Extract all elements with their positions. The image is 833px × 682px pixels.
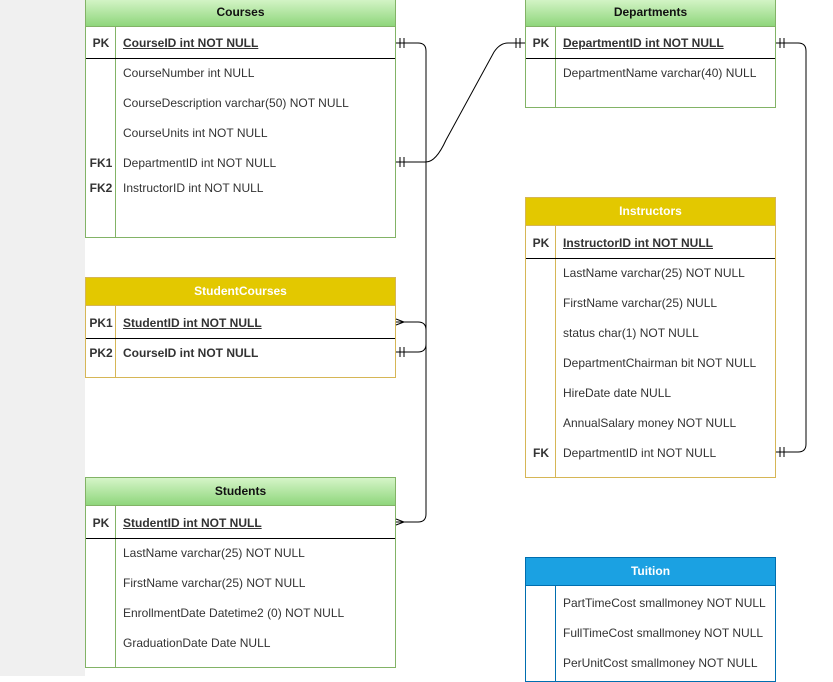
pk-row[interactable]: PK CourseID int NOT NULL [86,28,395,58]
field-row[interactable]: DepartmentChairman bit NOT NULL [526,348,775,378]
key-column [86,506,116,667]
pk-separator [86,338,395,339]
key-label: PK [92,36,110,50]
key-label: PK [92,516,110,530]
field-label: FullTimeCost smallmoney NOT NULL [563,626,764,640]
field-label: StudentID int NOT NULL [123,316,262,330]
relationship-line-courses-departments [396,42,525,163]
field-label: FirstName varchar(25) NULL [563,296,718,310]
field-row[interactable]: FullTimeCost smallmoney NOT NULL [526,618,775,648]
field-row[interactable]: CourseNumber int NULL [86,58,395,88]
field-label: DepartmentName varchar(40) NULL [563,66,757,80]
field-label: InstructorID int NOT NULL [563,236,713,250]
field-row[interactable]: EnrollmentDate Datetime2 (0) NOT NULL [86,598,395,628]
field-row[interactable]: HireDate date NULL [526,378,775,408]
field-row[interactable]: CourseUnits int NOT NULL [86,118,395,148]
relationship-line-students-studentcourses [396,321,427,523]
pk-separator [526,58,775,59]
field-row[interactable]: CourseDescription varchar(50) NOT NULL [86,88,395,118]
field-row[interactable]: GraduationDate Date NULL [86,628,395,658]
entity-title: Departments [526,0,775,27]
key-column [86,27,116,237]
field-label: DepartmentID int NOT NULL [123,156,277,170]
key-column [86,306,116,377]
field-label: AnnualSalary money NOT NULL [563,416,737,430]
key-column [526,586,556,681]
key-column [526,226,556,477]
field-label: EnrollmentDate Datetime2 (0) NOT NULL [123,606,345,620]
field-row[interactable]: status char(1) NOT NULL [526,318,775,348]
field-label: LastName varchar(25) NOT NULL [563,266,745,280]
entity-instructors[interactable]: Instructors PK InstructorID int NOT NULL… [525,197,776,478]
field-row[interactable]: PartTimeCost smallmoney NOT NULL [526,588,775,618]
entity-departments[interactable]: Departments PK DepartmentID int NOT NULL… [525,0,776,108]
many-marker [395,318,406,326]
relationship-line-instructors-departments [776,42,807,453]
pk-row[interactable]: PK InstructorID int NOT NULL [526,228,775,258]
field-label: PartTimeCost smallmoney NOT NULL [563,596,766,610]
pk-separator [86,538,395,539]
pk-row[interactable]: PK1 StudentID int NOT NULL [86,308,395,338]
field-label: GraduationDate Date NULL [123,636,271,650]
key-label: FK1 [89,156,113,170]
field-row[interactable]: FirstName varchar(25) NULL [526,288,775,318]
key-label: PK1 [89,316,113,330]
entity-title: Instructors [526,198,775,226]
entity-title: Tuition [526,558,775,586]
field-label: HireDate date NULL [563,386,672,400]
pk-row[interactable]: PK DepartmentID int NOT NULL [526,28,775,58]
field-row[interactable]: FirstName varchar(25) NOT NULL [86,568,395,598]
field-label: StudentID int NOT NULL [123,516,262,530]
fk-row[interactable]: FK2 InstructorID int NOT NULL [86,173,395,203]
many-marker [395,518,406,526]
field-row[interactable]: DepartmentName varchar(40) NULL [526,58,775,88]
fk-row[interactable]: FK1 DepartmentID int NOT NULL [86,148,395,178]
field-row[interactable]: LastName varchar(25) NOT NULL [86,538,395,568]
field-label: DepartmentChairman bit NOT NULL [563,356,757,370]
field-row[interactable]: LastName varchar(25) NOT NULL [526,258,775,288]
field-label: InstructorID int NOT NULL [123,181,264,195]
entity-title: Courses [86,0,395,27]
entity-students[interactable]: Students PK StudentID int NOT NULL LastN… [85,477,396,668]
field-label: CourseDescription varchar(50) NOT NULL [123,96,349,110]
key-label: PK [532,236,550,250]
key-label: FK [533,446,549,460]
pk-separator [86,58,395,59]
field-label: DepartmentID int NOT NULL [563,446,717,460]
canvas-left-gutter [0,0,85,676]
field-label: PerUnitCost smallmoney NOT NULL [563,656,758,670]
field-label: FirstName varchar(25) NOT NULL [123,576,306,590]
key-column [526,27,556,107]
field-label: CourseID int NOT NULL [123,36,259,50]
field-label: CourseID int NOT NULL [123,346,259,360]
field-label: status char(1) NOT NULL [563,326,699,340]
fk-row[interactable]: FK DepartmentID int NOT NULL [526,438,775,468]
field-label: DepartmentID int NOT NULL [563,36,724,50]
field-label: LastName varchar(25) NOT NULL [123,546,305,560]
field-label: CourseNumber int NULL [123,66,255,80]
pk-row[interactable]: PK2 CourseID int NOT NULL [86,338,395,368]
pk-separator [526,258,775,259]
entity-courses[interactable]: Courses PK CourseID int NOT NULL CourseN… [85,0,396,238]
entity-tuition[interactable]: Tuition PartTimeCost smallmoney NOT NULL… [525,557,776,682]
entity-title: StudentCourses [86,278,395,306]
relationship-line-courses-studentcourses [396,42,427,353]
field-label: CourseUnits int NOT NULL [123,126,268,140]
key-label: PK [532,36,550,50]
field-row[interactable]: AnnualSalary money NOT NULL [526,408,775,438]
key-label: FK2 [89,181,113,195]
pk-row[interactable]: PK StudentID int NOT NULL [86,508,395,538]
field-row[interactable]: PerUnitCost smallmoney NOT NULL [526,648,775,678]
entity-title: Students [86,478,395,506]
key-label: PK2 [89,346,113,360]
entity-student-courses[interactable]: StudentCourses PK1 StudentID int NOT NUL… [85,277,396,378]
